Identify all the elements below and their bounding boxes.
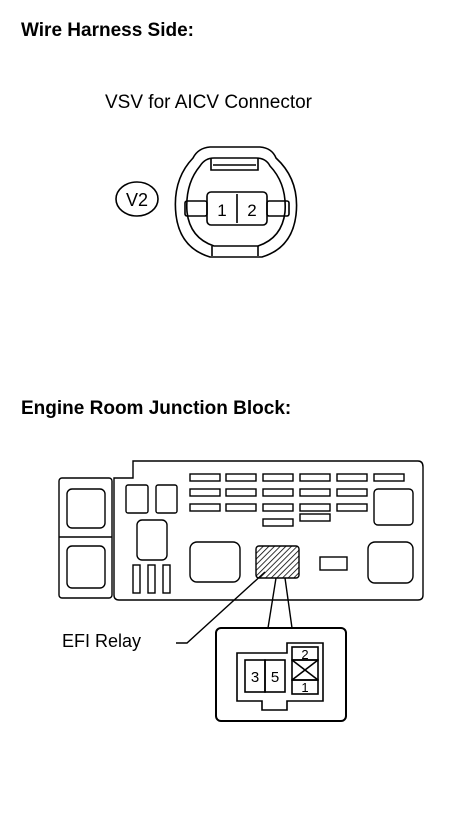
relay-pin-2: 2 xyxy=(301,647,308,662)
side-module xyxy=(58,477,113,599)
connector-housing xyxy=(174,146,298,258)
wire-harness-heading: Wire Harness Side: xyxy=(21,20,195,41)
pin-2-label: 2 xyxy=(247,201,256,220)
junction-block xyxy=(58,460,424,601)
efi-relay-label: EFI Relay xyxy=(62,631,141,651)
block-housing xyxy=(113,460,424,601)
connector-caption: VSV for AICV Connector xyxy=(105,92,312,113)
junction-block-heading: Engine Room Junction Block: xyxy=(21,398,292,419)
efi-relay-leader xyxy=(176,571,293,644)
relay-pin-3: 3 xyxy=(251,669,259,686)
v2-connector: V2 1 2 xyxy=(115,146,298,258)
efi-relay-detail: 3 5 2 1 xyxy=(215,627,347,722)
connector-code-text: V2 xyxy=(126,190,148,210)
relay-pin-1: 1 xyxy=(301,680,308,695)
connector-key xyxy=(211,246,259,256)
efi-relay-position xyxy=(255,545,300,579)
connector-lock-tab xyxy=(210,158,259,171)
connector-inner-wall xyxy=(185,157,287,247)
connector-code-badge: V2 xyxy=(115,181,159,217)
pin-1-label: 1 xyxy=(217,201,226,220)
relay-pin-5: 5 xyxy=(271,669,279,686)
fuse-rows xyxy=(189,473,405,527)
relay-socket-outline xyxy=(236,642,324,711)
